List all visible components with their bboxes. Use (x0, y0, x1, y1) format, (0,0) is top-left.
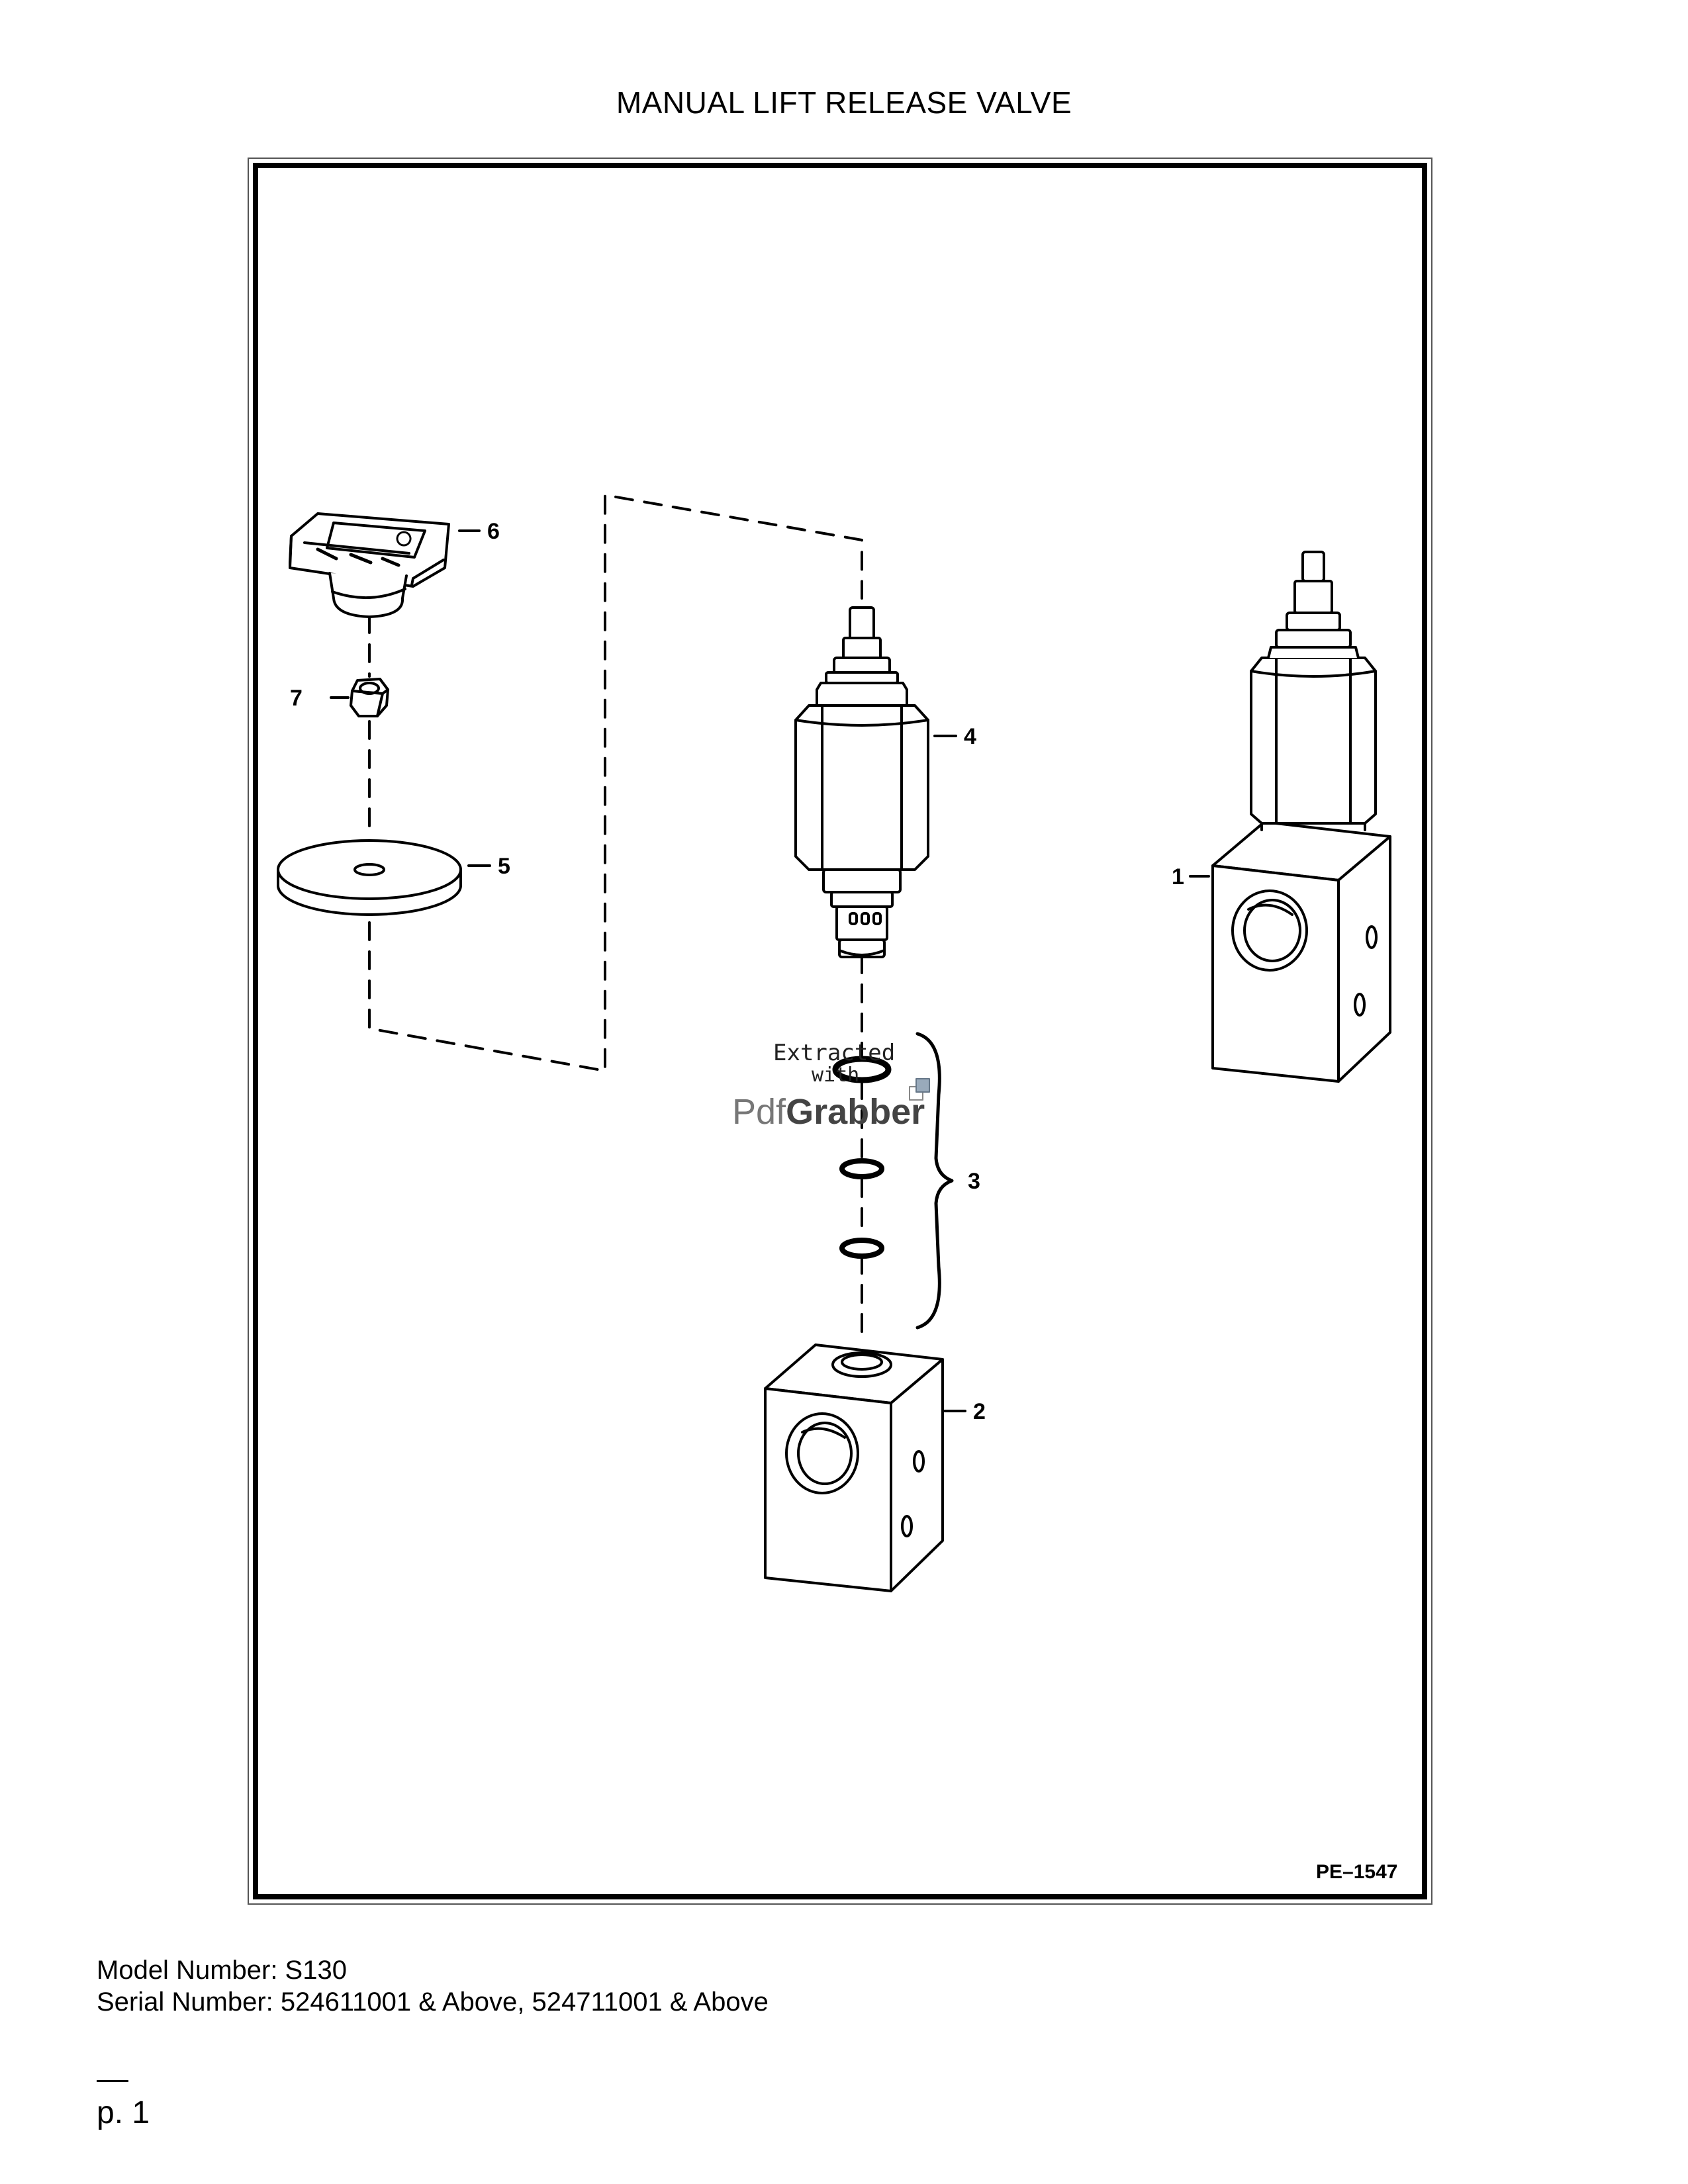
figure-frame (253, 163, 1427, 1899)
page-number-dash (97, 2080, 128, 2082)
page-title: MANUAL LIFT RELEASE VALVE (616, 85, 1072, 120)
callout-1: 1 (1172, 864, 1184, 889)
page-number: p. 1 (97, 2095, 150, 2130)
watermark-logo-icon (909, 1078, 930, 1101)
callout-numbers: 6 7 5 4 3 2 1 (290, 519, 1184, 1424)
part-5-plate (277, 839, 462, 916)
pdfgrabber-watermark: Extracted with PdfGrabber (732, 1040, 930, 1132)
footer-serial-number: Serial Number: 524611001 & Above, 524711… (97, 1987, 769, 2017)
figure-frame-outer (248, 158, 1432, 1905)
footer-model-number: Model Number: S130 (97, 1956, 347, 1985)
watermark-brand: PdfGrabber (732, 1092, 925, 1132)
callout-2: 2 (973, 1399, 986, 1424)
exploded-parts-diagram: 6 7 5 4 3 2 1 Extracted with PdfGrabber … (277, 494, 1397, 1883)
part-3-seals (832, 1032, 954, 1330)
assembly-dashed-path (368, 494, 863, 1336)
callout-4: 4 (964, 724, 976, 749)
callout-7: 7 (290, 686, 303, 711)
part-4-cartridge (794, 606, 929, 958)
callout-3: 3 (968, 1169, 980, 1194)
part-6-knob (289, 512, 450, 618)
callout-leaders (330, 529, 1210, 1412)
callout-6: 6 (487, 519, 500, 544)
figure-id: PE–1547 (1316, 1861, 1397, 1883)
part-7-nut (350, 678, 389, 717)
callout-5: 5 (498, 854, 510, 879)
watermark-line-2: with (812, 1064, 859, 1087)
part-1-assembly (1211, 551, 1391, 1083)
watermark-line-1: Extracted (773, 1040, 895, 1066)
part-2-block (764, 1343, 944, 1592)
